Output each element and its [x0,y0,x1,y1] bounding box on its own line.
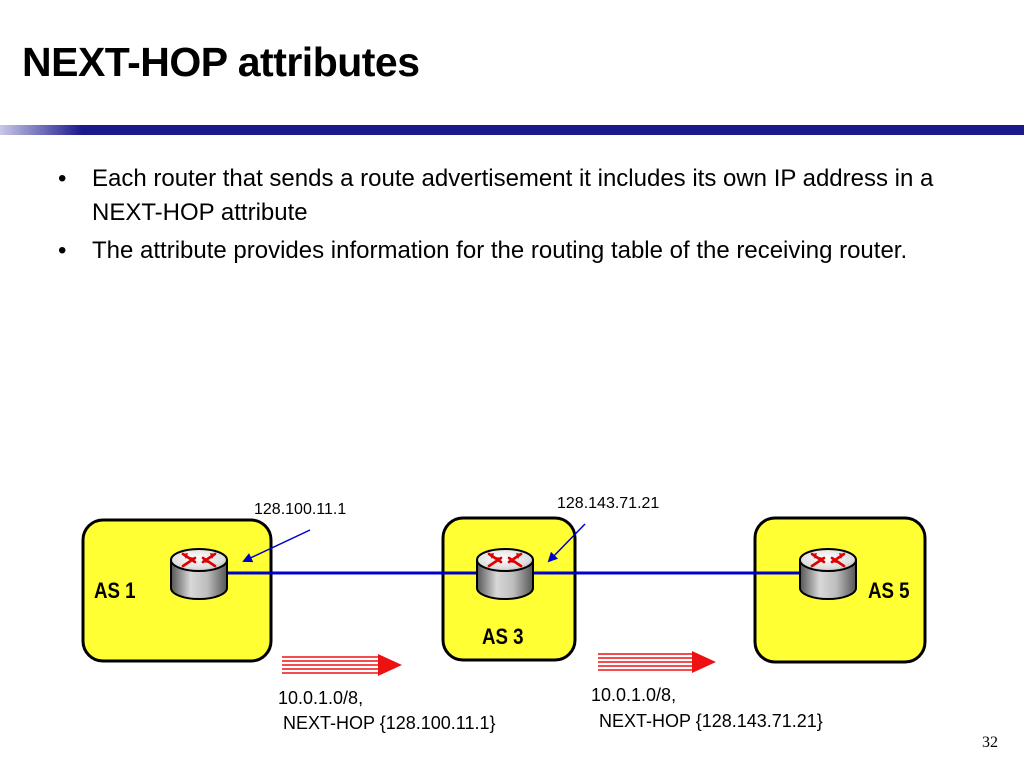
as5-label: AS 5 [868,580,910,604]
bullet-item: • The attribute provides information for… [58,234,988,268]
advertisement-prefix: 10.0.1.0/8, [278,688,363,708]
page-number: 32 [982,734,998,751]
bullet-dot-icon: • [58,237,67,264]
right-arrow-icon [282,654,402,676]
advertisement-nexthop: NEXT-HOP {128.143.71.21} [599,711,823,731]
ip-label: 128.100.11.1 [254,501,346,518]
router-icon [169,547,229,601]
advertisement-prefix: 10.0.1.0/8, [591,685,676,705]
router-icon [475,547,535,601]
right-arrow-icon [598,651,716,673]
slide-title: NEXT-HOP attributes [22,39,420,85]
router-icon [798,547,858,601]
bullet-list: • Each router that sends a route adverti… [58,162,988,272]
ip-label: 128.143.71.21 [557,495,659,512]
as1-label: AS 1 [94,580,136,604]
title-divider [0,125,1024,135]
bullet-text: Each router that sends a route advertise… [92,165,934,226]
ip-pointer [242,529,311,563]
advertisement-nexthop: NEXT-HOP {128.100.11.1} [283,713,495,733]
bullet-text: The attribute provides information for t… [92,237,908,264]
ip-pointer [547,523,586,563]
as3-label: AS 3 [482,626,524,650]
bullet-item: • Each router that sends a route adverti… [58,162,988,230]
bullet-dot-icon: • [58,165,67,192]
